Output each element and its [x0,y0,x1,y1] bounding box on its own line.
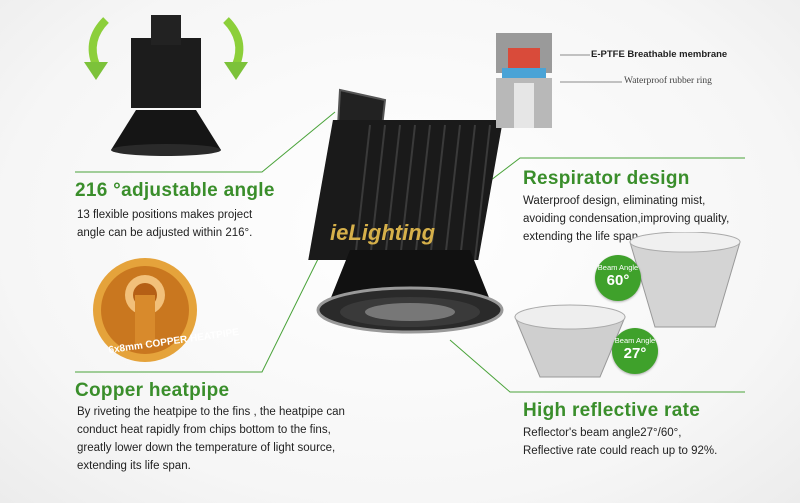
adjustable-angle-description: 13 flexible positions makes project angl… [77,209,253,239]
high-bay-lamp-image [308,88,504,334]
copper-heatpipe-image [93,258,197,362]
callout-line-heatpipe [75,254,321,373]
reflective-title: High reflective rate [523,400,701,421]
reflector-cups-image [514,232,741,378]
beam-angle-27-badge: Beam Angle 27° [612,328,658,374]
rotated-lamp-image [84,15,248,156]
rubber-ring-label: Waterproof rubber ring [624,76,712,86]
callout-line-angle [75,111,336,173]
adjustable-angle-title: 216 °adjustable angle [75,180,275,201]
brand-watermark: ieLighting [330,220,436,245]
membrane-label: E-PTFE Breathable membrane [591,49,728,60]
callout-line-reflective [449,339,745,393]
respirator-cutaway-image [496,33,552,128]
rotate-arrow-right-icon [223,17,244,67]
rotate-arrow-left-icon [88,17,109,67]
respirator-description: Waterproof design, eliminating mist, avo… [523,195,730,243]
beam-angle-60-badge: Beam Angle 60° [595,255,641,301]
copper-heatpipe-description: By riveting the heatpipe to the fins , t… [77,406,345,472]
respirator-title: Respirator design [523,168,690,189]
copper-heatpipe-title: Copper heatpipe [75,380,230,401]
reflective-description: Reflector's beam angle27°/60°, Reflectiv… [523,427,718,457]
